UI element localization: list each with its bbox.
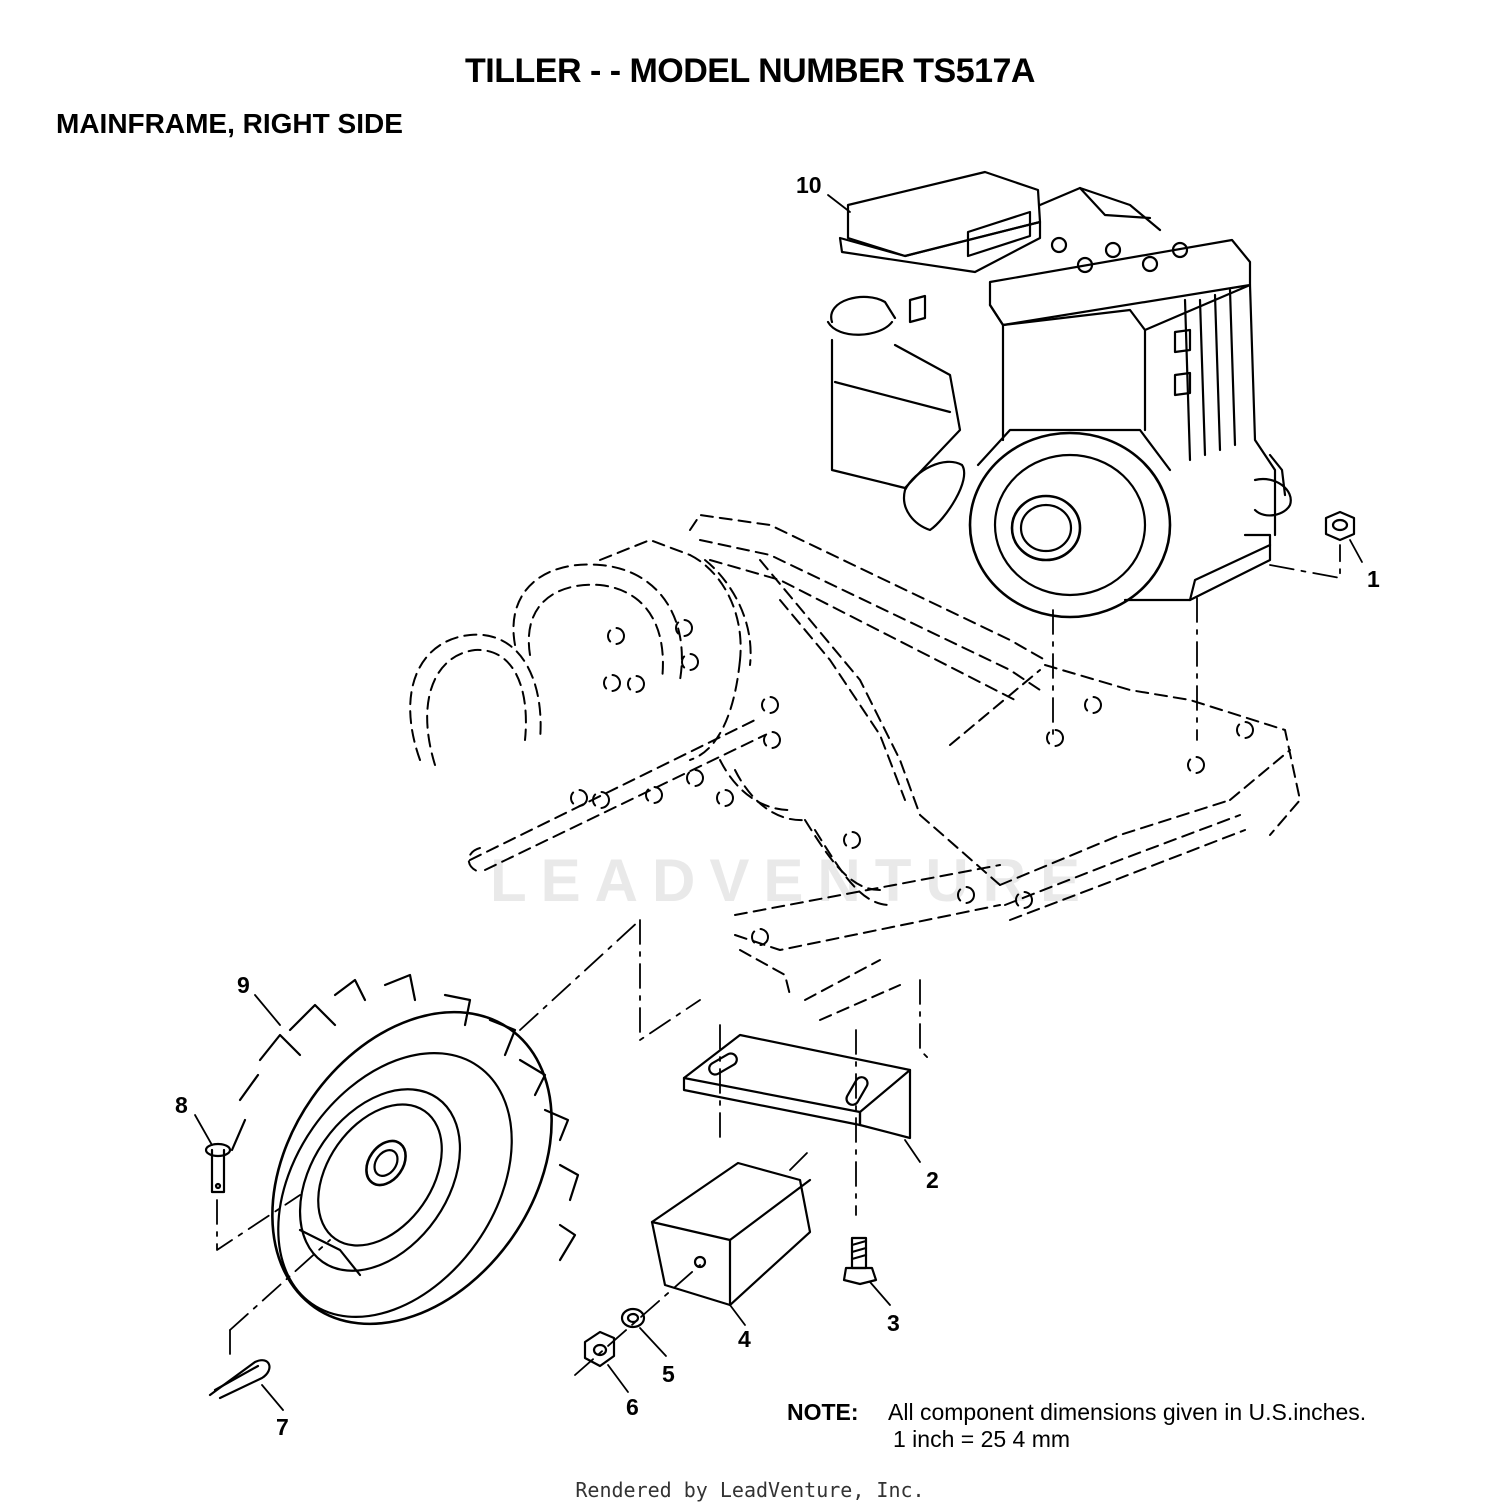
engine: [826, 170, 1292, 619]
callout-5: 5: [662, 1361, 675, 1387]
leader-lines: [194, 194, 1363, 1411]
footer-credit: Rendered by LeadVenture, Inc.: [575, 1478, 925, 1502]
callout-10: 10: [796, 172, 822, 198]
callout-7: 7: [276, 1414, 289, 1440]
page-title: TILLER - - MODEL NUMBER TS517A: [465, 52, 1035, 90]
bolt: [842, 1236, 878, 1286]
bracket: [682, 1033, 912, 1140]
callout-4: 4: [738, 1326, 751, 1352]
callout-9: 9: [237, 972, 250, 998]
callout-1: 1: [1367, 566, 1380, 592]
hex-nut: [583, 1330, 616, 1368]
note-text: All component dimensions given in U.S.in…: [888, 1399, 1367, 1425]
section-subtitle: MAINFRAME, RIGHT SIDE: [56, 108, 403, 139]
callout-3: 3: [887, 1310, 900, 1336]
watermark-text: LEADVENTURE: [490, 847, 1095, 914]
lock-washer: [620, 1307, 646, 1329]
engine-mount-nut: [1324, 510, 1356, 542]
assembly-lines: [216, 544, 1341, 1376]
weight-block: [650, 1161, 812, 1307]
callout-8: 8: [175, 1092, 188, 1118]
wheel-tire: [230, 973, 580, 1326]
callout-6: 6: [626, 1394, 639, 1420]
note-conversion: 1 inch = 25 4 mm: [893, 1426, 1071, 1452]
mainframe-phantom: [409, 514, 1301, 1021]
clevis-pin: [204, 1142, 232, 1194]
note-label: NOTE:: [787, 1399, 859, 1425]
callout-2: 2: [926, 1167, 939, 1193]
hairpin-clip: [208, 1359, 271, 1400]
